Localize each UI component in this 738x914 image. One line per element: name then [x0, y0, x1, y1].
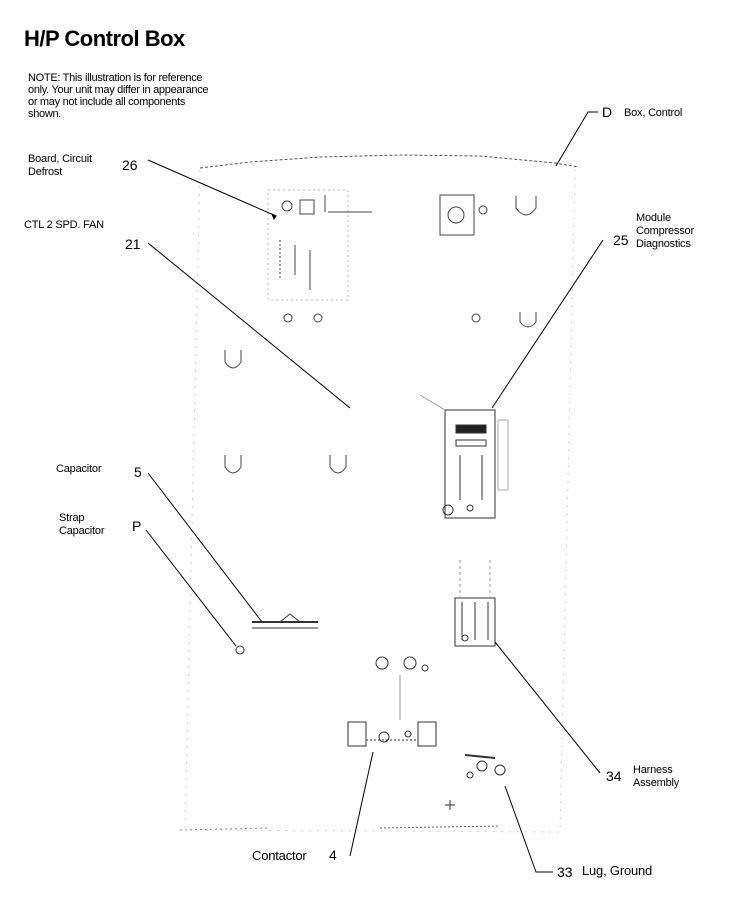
callout-5: 5 [134, 464, 142, 480]
label-harness-1: Harness [633, 764, 673, 776]
label-board-circuit-2: Defrost [28, 166, 63, 178]
callout-26: 26 [122, 157, 138, 173]
u-brackets [224, 350, 347, 474]
label-strap-1: Strap [59, 512, 85, 524]
label-box-control: Box, Control [624, 107, 683, 119]
label-module-2: Compressor [636, 225, 694, 237]
callout-P: P [132, 518, 142, 534]
callout-34: 34 [606, 768, 622, 784]
callout-25: 25 [613, 232, 629, 248]
callout-33: 33 [557, 864, 573, 880]
label-board-circuit-1: Board, Circuit [28, 153, 92, 165]
harness-connector-art [454, 560, 496, 647]
box-faint-outline [184, 169, 576, 833]
diagnostics-module-art [419, 394, 509, 519]
label-strap-2: Capacitor [59, 525, 105, 537]
box-top-edge [199, 154, 579, 169]
contactor-art [347, 656, 437, 747]
label-module-3: Diagnostics [636, 238, 691, 250]
label-lug-ground: Lug, Ground [582, 863, 653, 878]
label-ctl-fan: CTL 2 SPD. FAN [24, 219, 104, 231]
ground-lug-art [445, 754, 506, 810]
callout-21: 21 [125, 236, 141, 252]
callout-D: D [602, 104, 613, 120]
leader-lines [145, 111, 604, 873]
callout-4: 4 [329, 847, 337, 863]
page-title: H/P Control Box [24, 26, 185, 51]
label-capacitor: Capacitor [56, 463, 102, 475]
upper-right-components [439, 194, 537, 328]
reference-note: NOTE: This illustration is for reference… [28, 72, 209, 120]
label-module-1: Module [636, 212, 671, 224]
label-contactor: Contactor [252, 848, 307, 863]
label-harness-2: Assembly [633, 777, 680, 789]
defrost-board-art [267, 189, 372, 323]
capacitor-strap-art [235, 613, 318, 655]
